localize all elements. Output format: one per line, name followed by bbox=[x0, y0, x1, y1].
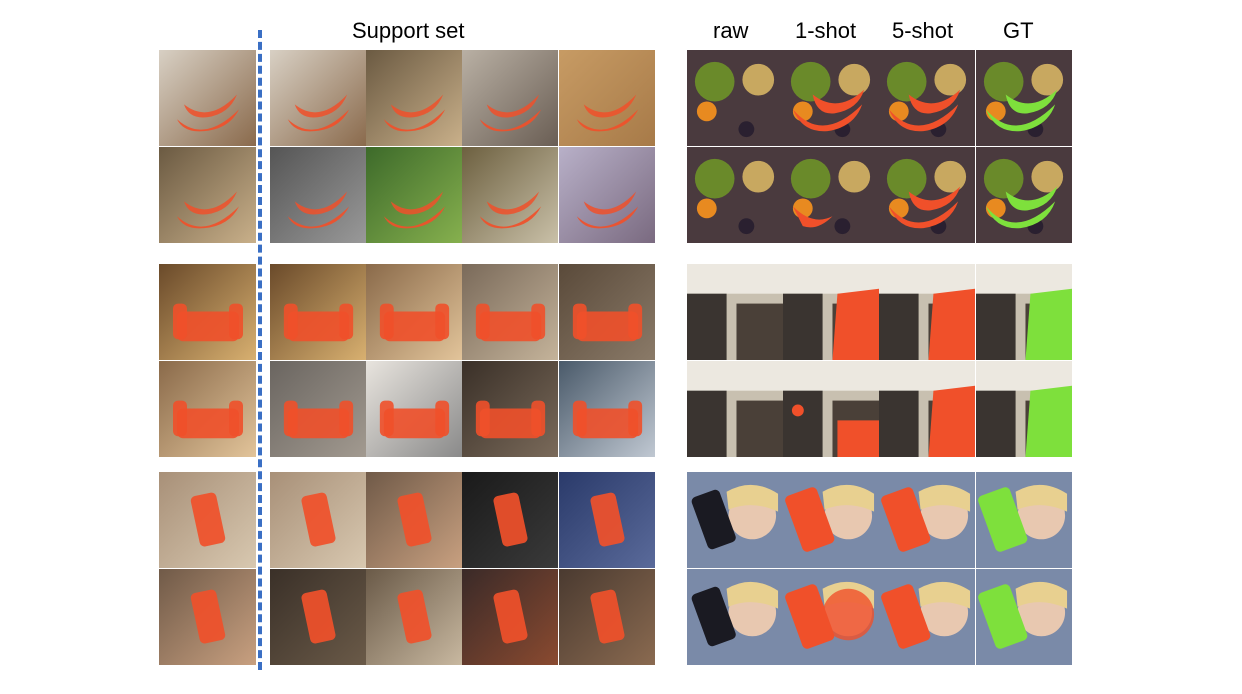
support-image-sofa-1-2 bbox=[366, 264, 462, 360]
support-image-sofa-2-4 bbox=[559, 361, 655, 457]
support-image-phone-1-4 bbox=[559, 472, 655, 568]
query-image-phone-2 bbox=[159, 569, 256, 665]
result-image-sofa-2-GT bbox=[976, 361, 1072, 457]
result-image-sofa-1-raw bbox=[687, 264, 783, 360]
support-image-phone-2-4 bbox=[559, 569, 655, 665]
support-image-phone-1-3 bbox=[462, 472, 558, 568]
query-support-divider bbox=[258, 30, 262, 670]
result-image-phone-1-5-shot bbox=[879, 472, 975, 568]
support-set-label: Support set bbox=[352, 18, 465, 43]
support-image-banana-1-4 bbox=[559, 50, 655, 146]
result-image-sofa-1-GT bbox=[976, 264, 1072, 360]
result-image-sofa-1-5-shot bbox=[879, 264, 975, 360]
one-shot-column-label: 1-shot bbox=[795, 18, 857, 43]
gt-column-label: GT bbox=[1003, 18, 1034, 43]
raw-column-label: raw bbox=[713, 18, 749, 43]
support-image-banana-1-2 bbox=[366, 50, 462, 146]
result-image-phone-1-GT bbox=[976, 472, 1072, 568]
result-image-banana-2-5-shot bbox=[879, 147, 975, 243]
result-image-sofa-1-1-shot bbox=[783, 264, 879, 360]
result-image-phone-2-1-shot bbox=[783, 569, 879, 665]
query-image-banana-2 bbox=[159, 147, 256, 243]
result-image-sofa-2-1-shot bbox=[783, 361, 879, 457]
support-image-banana-1-1 bbox=[270, 50, 366, 146]
result-image-banana-1-5-shot bbox=[879, 50, 975, 146]
result-image-phone-1-raw bbox=[687, 472, 783, 568]
query-image-phone-1 bbox=[159, 472, 256, 568]
five-shot-column-label: 5-shot bbox=[892, 18, 954, 43]
result-image-sofa-2-5-shot bbox=[879, 361, 975, 457]
result-image-phone-2-GT bbox=[976, 569, 1072, 665]
support-image-phone-1-2 bbox=[366, 472, 462, 568]
result-image-banana-1-GT bbox=[976, 50, 1072, 146]
support-image-sofa-2-1 bbox=[270, 361, 366, 457]
support-image-sofa-2-2 bbox=[366, 361, 462, 457]
result-image-phone-1-1-shot bbox=[783, 472, 879, 568]
support-image-banana-1-3 bbox=[462, 50, 558, 146]
result-image-banana-2-GT bbox=[976, 147, 1072, 243]
support-image-phone-2-3 bbox=[462, 569, 558, 665]
support-image-sofa-1-3 bbox=[462, 264, 558, 360]
support-image-sofa-2-3 bbox=[462, 361, 558, 457]
support-image-phone-1-1 bbox=[270, 472, 366, 568]
query-image-sofa-2 bbox=[159, 361, 256, 457]
support-image-sofa-1-1 bbox=[270, 264, 366, 360]
support-image-sofa-1-4 bbox=[559, 264, 655, 360]
result-image-phone-2-5-shot bbox=[879, 569, 975, 665]
support-image-phone-2-1 bbox=[270, 569, 366, 665]
support-image-banana-2-2 bbox=[366, 147, 462, 243]
support-image-banana-2-1 bbox=[270, 147, 366, 243]
query-image-sofa-1 bbox=[159, 264, 256, 360]
support-image-banana-2-4 bbox=[559, 147, 655, 243]
result-image-phone-2-raw bbox=[687, 569, 783, 665]
support-image-banana-2-3 bbox=[462, 147, 558, 243]
support-image-phone-2-2 bbox=[366, 569, 462, 665]
result-image-sofa-2-raw bbox=[687, 361, 783, 457]
result-image-banana-1-1-shot bbox=[783, 50, 879, 146]
result-image-banana-2-1-shot bbox=[783, 147, 879, 243]
result-image-banana-1-raw bbox=[687, 50, 783, 146]
query-image-banana-1 bbox=[159, 50, 256, 146]
result-image-banana-2-raw bbox=[687, 147, 783, 243]
